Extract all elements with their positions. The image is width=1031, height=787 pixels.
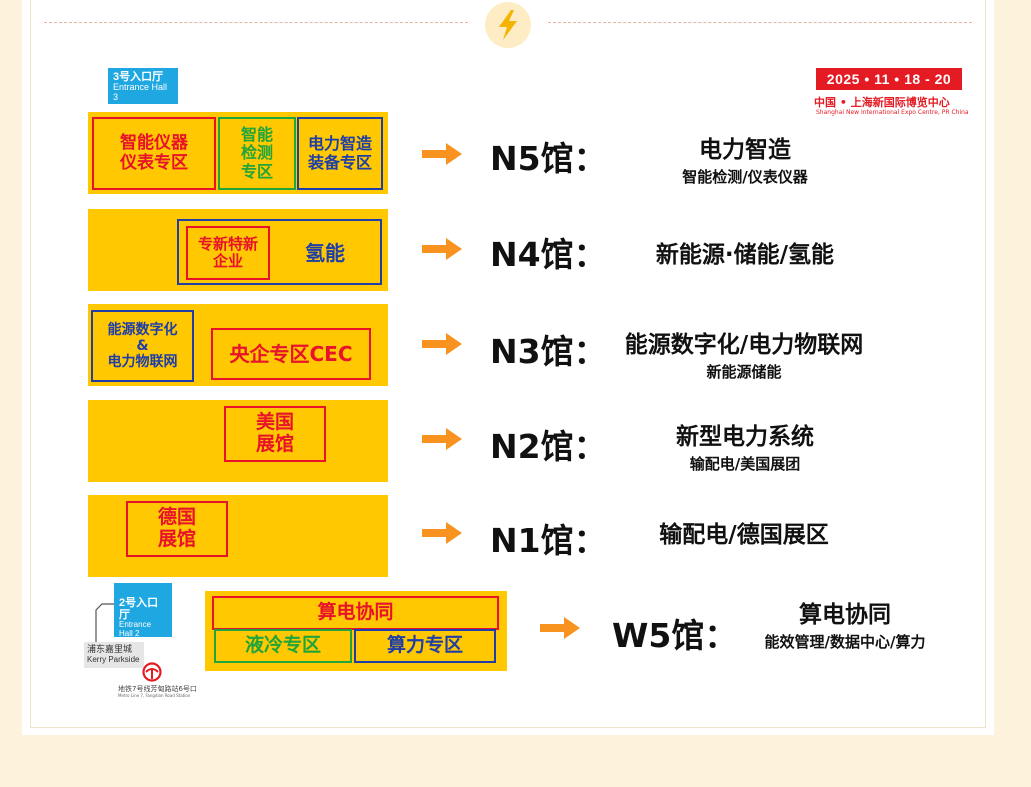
zone-smart-testing: 智能 检测 专区 xyxy=(218,117,296,190)
hall-desc-n2-sub: 输配电/美国展团 xyxy=(689,455,801,473)
arrow-icon xyxy=(422,333,462,355)
hall-desc-n1: 输配电/德国展区 xyxy=(626,515,862,549)
arrow-icon xyxy=(422,522,462,544)
zone-hydrogen: 氢能 xyxy=(305,240,345,265)
metro-station-zh: 地铁7号线芳甸路站6号口 xyxy=(118,685,197,693)
hall-block-n4 xyxy=(88,209,388,291)
zone-soe-cec: 央企专区CEC xyxy=(211,328,371,380)
hall-block-n5 xyxy=(88,112,388,194)
card-border xyxy=(30,0,986,728)
arrow-icon xyxy=(540,617,580,639)
hall-desc-n3-sub: 新能源储能 xyxy=(706,363,782,381)
lightning-bolt-icon xyxy=(485,2,531,48)
zone-specialized-enterprises: 专新特新 企业 xyxy=(186,226,270,280)
hall-name-n4: N4馆： xyxy=(490,235,607,274)
hall-name-n2: N2馆： xyxy=(490,427,607,466)
event-dates-badge: 2025 • 11 • 18 - 20 xyxy=(816,68,962,90)
hall-name-n3: N3馆： xyxy=(490,332,607,371)
zone-power-manufacturing: 电力智造 装备专区 xyxy=(297,117,383,190)
hall-desc-n5-main: 电力智造 xyxy=(699,137,791,163)
walkway-line xyxy=(95,603,114,642)
arrow-icon xyxy=(422,428,462,450)
header-divider-right xyxy=(548,22,972,23)
header-divider-left xyxy=(44,22,468,23)
hall-desc-n3: 能源数字化/电力物联网 新能源储能 xyxy=(596,325,892,382)
hall-block-n3 xyxy=(88,304,388,386)
entrance-hall-3-tag: 3号入口厅 Entrance Hall 3 xyxy=(108,68,178,104)
hall-desc-n4: 新能源·储能/氢能 xyxy=(618,235,872,269)
hall-desc-n3-main: 能源数字化/电力物联网 xyxy=(624,332,864,358)
hall-desc-w5: 算电协同 能效管理/数据中心/算力 xyxy=(730,595,960,652)
entrance-hall-3-zh: 3号入口厅 xyxy=(113,71,164,83)
hall-block-n2 xyxy=(88,400,388,482)
metro-station-en: Metro Line 7, Fangdian Road Station xyxy=(118,693,191,698)
zone-computing-power: 算力专区 xyxy=(354,629,496,663)
entrance-hall-3-en: Entrance Hall 3 xyxy=(113,82,168,102)
kerry-parkside-en: Kerry Parkside xyxy=(87,654,140,664)
kerry-parkside-zh: 浦东嘉里城 xyxy=(87,644,133,654)
arrow-icon xyxy=(422,143,462,165)
kerry-parkside-label: 浦东嘉里城 Kerry Parkside xyxy=(84,642,144,668)
hall-name-n5: N5馆： xyxy=(490,139,607,178)
entrance-hall-2-tag: 2号入口厅 Entrance Hall 2 xyxy=(114,583,172,638)
hall-desc-n4-main: 新能源·储能/氢能 xyxy=(655,242,835,268)
hall-desc-n2-main: 新型电力系统 xyxy=(676,424,814,450)
metro-logo-icon xyxy=(142,662,162,682)
zone-liquid-cooling: 液冷专区 xyxy=(214,629,352,663)
hall-block-w5 xyxy=(205,591,507,671)
hall-name-n1: N1馆： xyxy=(490,521,607,560)
hall-desc-w5-sub: 能效管理/数据中心/算力 xyxy=(764,633,926,651)
entrance-hall-2-en: Entrance Hall 2 xyxy=(119,620,152,638)
arrow-icon xyxy=(422,238,462,260)
hall-name-w5: W5馆： xyxy=(612,616,738,655)
venue-name-zh: 中国 • 上海新国际博览中心 xyxy=(814,96,950,109)
zone-germany-pavilion: 德国 展馆 xyxy=(126,501,228,557)
zone-usa-pavilion: 美国 展馆 xyxy=(224,406,326,462)
zone-computing-power-synergy: 算电协同 xyxy=(212,596,499,630)
hall-desc-n5: 电力智造 智能检测/仪表仪器 xyxy=(640,130,850,187)
hall-desc-n1-main: 输配电/德国展区 xyxy=(659,522,829,548)
hall-block-n1 xyxy=(88,495,388,577)
hall-desc-n5-sub: 智能检测/仪表仪器 xyxy=(682,168,808,186)
zone-smart-instrument: 智能仪器 仪表专区 xyxy=(92,117,216,190)
zone-energy-digital: 能源数字化 & 电力物联网 xyxy=(91,310,194,382)
hall-desc-n2: 新型电力系统 输配电/美国展团 xyxy=(630,417,860,474)
hall-desc-w5-main: 算电协同 xyxy=(799,602,891,628)
entrance-hall-2-zh: 2号入口厅 xyxy=(119,597,159,622)
venue-name-en: Shanghai New International Expo Centre, … xyxy=(816,109,969,116)
zone-n4-frame xyxy=(177,219,382,285)
